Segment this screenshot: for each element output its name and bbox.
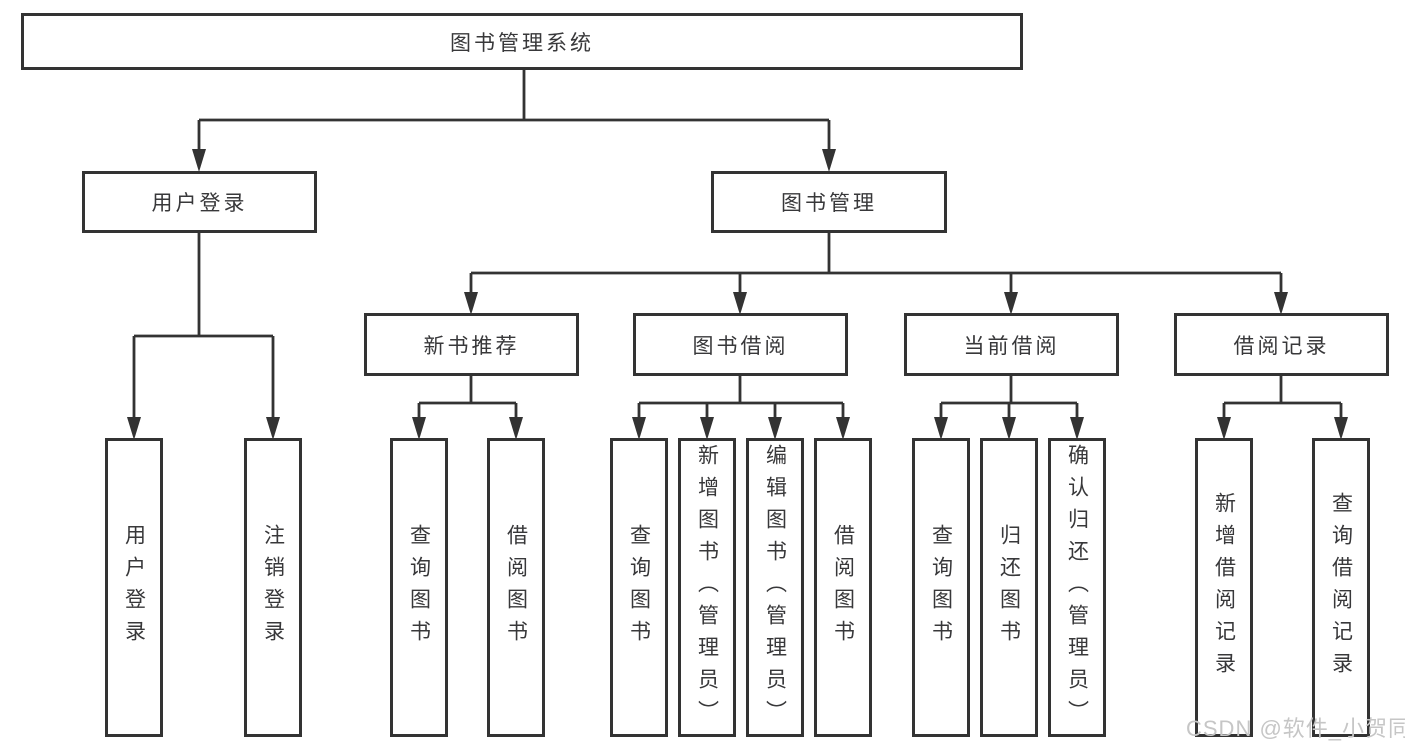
node-label: 确认归还（管理员） [1065, 443, 1089, 732]
node-label: 用户登录 [151, 192, 248, 215]
arrow-icon [266, 417, 280, 440]
leaf-user-login: 用户登录 [105, 438, 163, 737]
arrow-icon [934, 417, 948, 440]
node-book-borrow: 图书借阅 [633, 313, 848, 376]
arrowheads [127, 149, 1348, 440]
arrow-icon [1334, 417, 1348, 440]
arrow-icon [1070, 417, 1084, 440]
leaf-borrow-books-recommend: 借阅图书 [487, 438, 545, 737]
connector-root-to-level2 [197, 70, 831, 152]
arrow-icon [412, 417, 426, 440]
node-label: 新增借阅记录 [1212, 491, 1236, 684]
node-label: 注销登录 [261, 523, 285, 652]
node-label: 查询图书 [929, 523, 953, 652]
arrow-icon [1217, 417, 1231, 440]
arrow-icon [700, 417, 714, 440]
leaf-add-books-admin: 新增图书（管理员） [678, 438, 736, 737]
node-new-book-recommend: 新书推荐 [364, 313, 579, 376]
node-root-system: 图书管理系统 [21, 13, 1023, 70]
node-label: 新增图书（管理员） [695, 443, 719, 732]
connector-borrow-records-group [1222, 376, 1343, 420]
node-user-login: 用户登录 [82, 171, 317, 233]
connector-user-login-group [132, 233, 275, 420]
node-current-borrow: 当前借阅 [904, 313, 1119, 376]
connector-current-borrow-group [939, 376, 1079, 420]
leaf-borrow-books: 借阅图书 [814, 438, 872, 737]
node-label: 编辑图书（管理员） [763, 443, 787, 732]
connector-book-mgmt-to-level3 [469, 233, 1283, 296]
leaf-confirm-return-admin: 确认归还（管理员） [1048, 438, 1106, 737]
arrow-icon [464, 292, 478, 315]
arrow-icon [733, 292, 747, 315]
node-label: 图书管理 [781, 192, 877, 215]
arrow-icon [768, 417, 782, 440]
arrow-icon [509, 417, 523, 440]
arrow-icon [1274, 292, 1288, 315]
node-label: 用户登录 [122, 523, 146, 652]
node-label: 图书管理系统 [450, 31, 594, 55]
arrow-icon [836, 417, 850, 440]
leaf-return-books: 归还图书 [980, 438, 1038, 737]
arrow-icon [127, 417, 141, 440]
node-label: 查询借阅记录 [1329, 491, 1353, 684]
leaf-query-borrow-record: 查询借阅记录 [1312, 438, 1370, 737]
node-borrow-records: 借阅记录 [1174, 313, 1389, 376]
node-label: 新书推荐 [423, 334, 520, 358]
connector-book-borrow-group [637, 376, 845, 420]
leaf-logout: 注销登录 [244, 438, 302, 737]
csdn-watermark: CSDN @软件_小贺同学 [1186, 716, 1405, 741]
node-label: 图书借阅 [692, 334, 789, 358]
leaf-query-books-current: 查询图书 [912, 438, 970, 737]
connector-new-book-group [417, 376, 518, 420]
arrow-icon [822, 149, 836, 172]
arrow-icon [1004, 292, 1018, 315]
leaf-add-borrow-record: 新增借阅记录 [1195, 438, 1253, 737]
arrow-icon [1002, 417, 1016, 440]
node-label: 借阅记录 [1233, 334, 1330, 358]
leaf-query-books-recommend: 查询图书 [390, 438, 448, 737]
node-label: 借阅图书 [831, 523, 855, 652]
arrow-icon [632, 417, 646, 440]
node-label: 借阅图书 [504, 523, 528, 652]
leaf-edit-books-admin: 编辑图书（管理员） [746, 438, 804, 737]
node-book-management: 图书管理 [711, 171, 947, 233]
node-label: 查询图书 [627, 523, 651, 652]
node-label: 查询图书 [407, 523, 431, 652]
arrow-icon [192, 149, 206, 172]
node-label: 归还图书 [997, 523, 1021, 652]
leaf-query-books-borrow: 查询图书 [610, 438, 668, 737]
node-label: 当前借阅 [963, 334, 1060, 358]
